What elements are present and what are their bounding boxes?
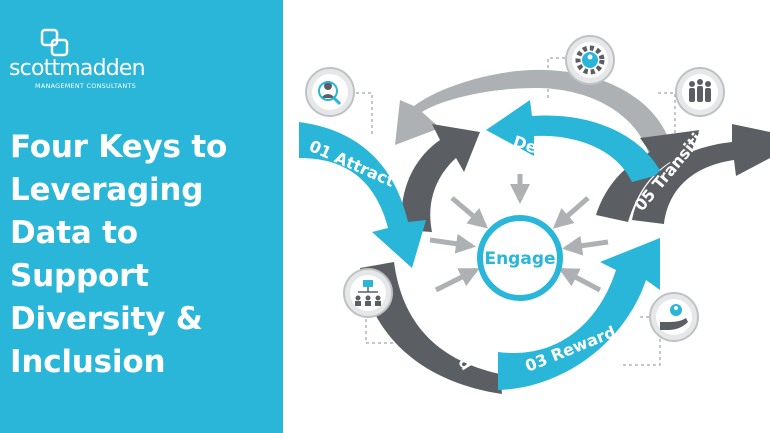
engage-label: Engage	[484, 249, 555, 269]
title-line: Leveraging	[10, 172, 204, 208]
reward-arrow	[498, 238, 660, 390]
scottmadden-logo-mark	[40, 28, 69, 57]
engage-spokes	[429, 174, 609, 293]
title-line: Diversity &	[10, 301, 203, 337]
ring-segment-dark	[401, 124, 480, 232]
develop-arrow	[486, 100, 662, 182]
attract-arrow	[299, 122, 426, 268]
brand-tagline: MANAGEMENT CONSULTANTS	[35, 82, 136, 90]
cycle-return-arrow	[395, 69, 674, 160]
transition-arrow	[632, 124, 770, 224]
onboard-arrow	[360, 262, 502, 394]
hand-person-icon	[649, 292, 699, 342]
team-icon	[675, 67, 725, 117]
title-line: Support	[10, 258, 149, 294]
title-panel: scottmadden MANAGEMENT CONSULTANTS Four …	[0, 0, 283, 433]
org-chart-icon	[343, 268, 393, 318]
title-line: Four Keys to	[10, 129, 228, 165]
title-line: Data to	[10, 215, 138, 251]
engage-ring	[477, 215, 563, 301]
talent-cycle-diagram: Engage 01 Attract 02 Onboard 03 Reward D…	[299, 35, 770, 394]
search-person-icon	[305, 67, 355, 117]
brand-name: scottmadden	[9, 56, 146, 81]
title-line: Inclusion	[10, 344, 166, 380]
page-title: Four Keys to Leveraging Data to Support …	[10, 126, 278, 384]
gear-person-icon	[565, 35, 615, 85]
